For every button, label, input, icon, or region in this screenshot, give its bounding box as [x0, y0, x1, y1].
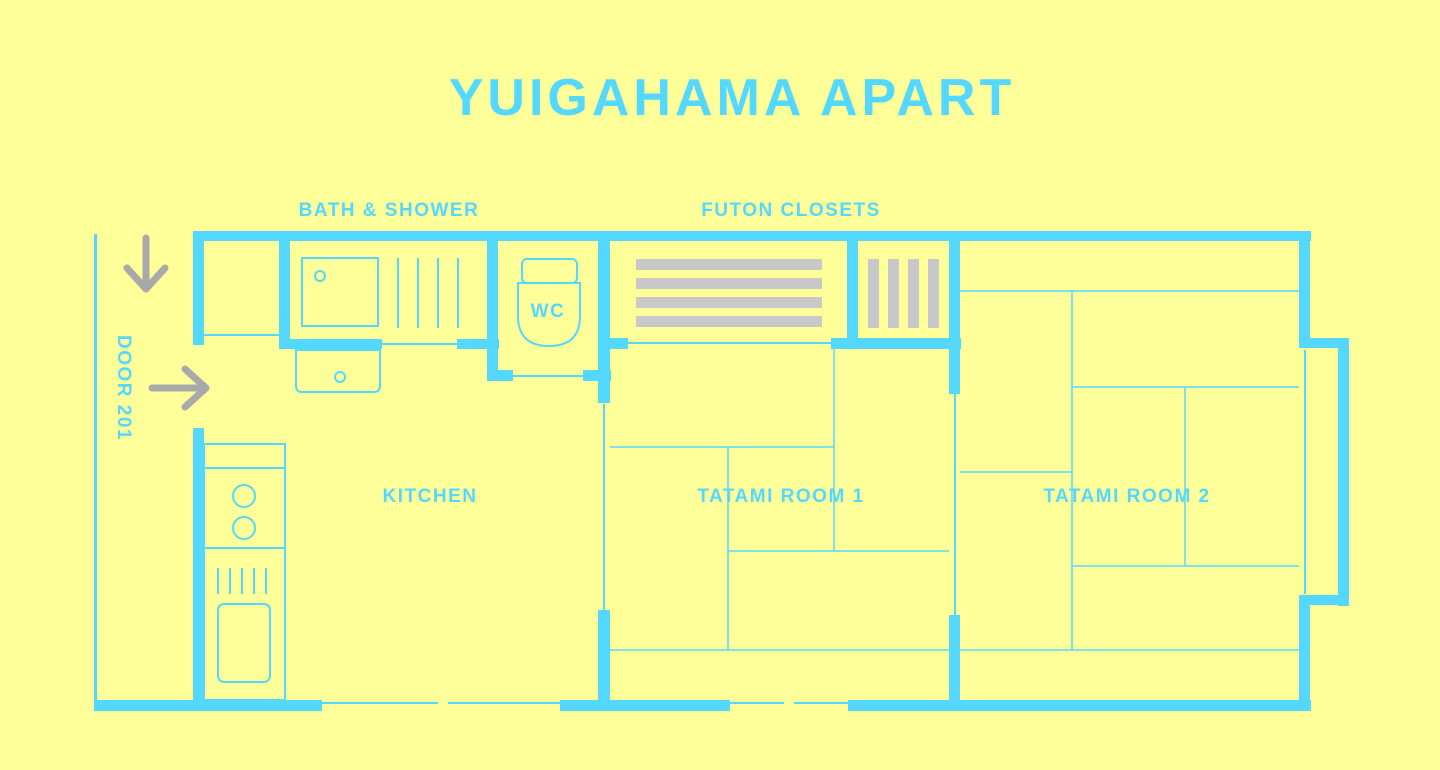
washbasin	[295, 349, 381, 393]
plan-title: YUIGAHAMA APART	[449, 69, 1016, 127]
futon-closet-shelves	[636, 259, 822, 327]
tatami-room-2-label: TATAMI ROOM 2	[1043, 486, 1210, 507]
tatami-room-1-mats	[610, 349, 949, 651]
tatami-room-2-mats	[960, 290, 1299, 651]
door-201-label: DOOR 201	[113, 335, 134, 441]
tatami-room-1-label: TATAMI ROOM 1	[697, 486, 864, 507]
futon-closets-label: FUTON CLOSETS	[701, 200, 881, 221]
corridor-wall	[94, 234, 97, 704]
kitchen-label: KITCHEN	[383, 486, 478, 507]
bath-shower-label: BATH & SHOWER	[299, 200, 480, 221]
stove-burners-icon	[232, 484, 256, 540]
kitchen-counter	[203, 443, 286, 701]
futon-closet-small-shelves	[868, 259, 939, 328]
window-lines	[322, 350, 1306, 704]
arrow-right-icon	[148, 365, 210, 411]
outer-walls	[94, 231, 1349, 711]
arrow-down-icon	[123, 234, 169, 293]
wc-label: WC	[531, 301, 566, 322]
toilet-icon	[517, 258, 581, 348]
shower-drain-grate	[397, 258, 459, 328]
thin-partitions	[204, 334, 956, 615]
kitchen-sink	[217, 603, 271, 683]
interior-walls	[279, 231, 961, 711]
drying-rack	[217, 568, 267, 594]
bathtub	[301, 257, 379, 327]
